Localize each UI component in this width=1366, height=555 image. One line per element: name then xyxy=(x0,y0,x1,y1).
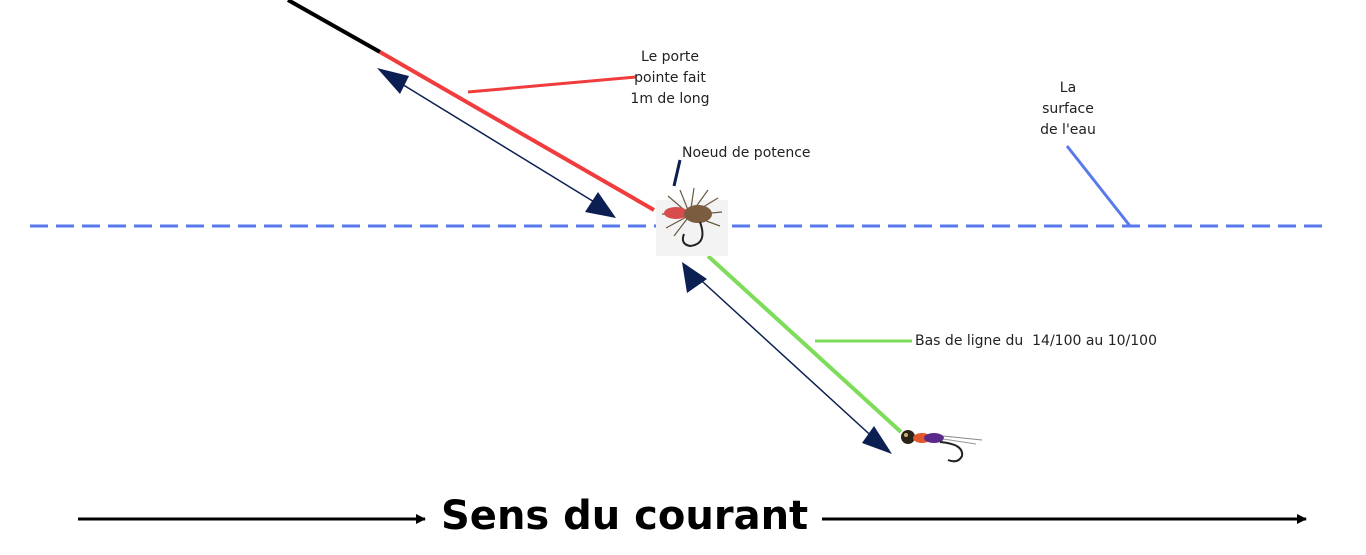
surface-pointer xyxy=(1065,145,1132,227)
leader-label: Bas de ligne du 14/100 au 10/100 xyxy=(915,333,1157,349)
surface-label-line1: La xyxy=(1059,80,1077,96)
leader-line xyxy=(706,254,903,434)
current-direction-title: Sens du courant xyxy=(441,493,809,539)
tippet-label-line1: Le porte xyxy=(641,49,699,65)
surface-label-line2: surface xyxy=(1042,101,1094,117)
tippet-arrowhead-bottom xyxy=(585,192,616,218)
tippet-pointer xyxy=(467,75,637,94)
tippet-line xyxy=(379,50,655,212)
fly-line xyxy=(287,0,381,54)
surface-label-line3: de l'eau xyxy=(1040,122,1096,138)
tippet-measure-arrow xyxy=(391,77,605,209)
dry-fly-icon xyxy=(656,187,728,256)
nymph-icon xyxy=(901,430,983,463)
tippet-label-line2: pointe fait xyxy=(634,70,706,86)
tippet-label-line3: 1m de long xyxy=(630,91,710,107)
knot-pointer xyxy=(672,159,682,187)
surface-label: La surface de l'eau xyxy=(1028,78,1108,141)
tippet-arrowhead-top xyxy=(377,68,409,94)
tippet-label: Le porte pointe fait 1m de long xyxy=(620,47,720,110)
leader-measure-arrow xyxy=(691,271,879,443)
knot-label: Noeud de potence xyxy=(682,145,811,161)
leader-arrowhead-bottom xyxy=(862,426,892,454)
leader-arrowhead-top xyxy=(682,262,707,293)
